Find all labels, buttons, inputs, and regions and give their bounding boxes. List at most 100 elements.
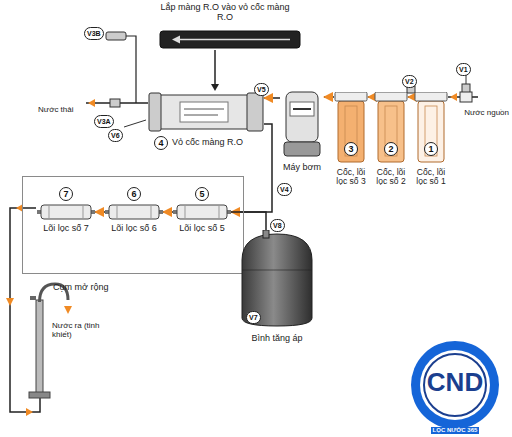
valve-callout: V3A bbox=[94, 115, 114, 128]
ro-housing-part bbox=[149, 93, 161, 131]
pipe-connector bbox=[95, 211, 105, 213]
housing-node: 4Vỏ cốc màng R.O bbox=[148, 92, 264, 150]
pipe-connector bbox=[231, 212, 266, 238]
illustration-part bbox=[106, 32, 126, 40]
tank-label: Bình tăng áp bbox=[238, 334, 316, 344]
inline-filter-part bbox=[41, 205, 91, 219]
valve-callout: V3B bbox=[84, 27, 104, 40]
valve-callout: V6 bbox=[108, 129, 123, 142]
annotation: Nước thải bbox=[38, 106, 74, 115]
filter-node: 6Lõi lọc số 6 bbox=[105, 187, 163, 234]
illustration-part bbox=[110, 99, 120, 107]
logo-text: LỌC NƯỚC 365 bbox=[431, 427, 480, 434]
pipe-connector bbox=[163, 211, 173, 213]
inline-filter bbox=[173, 203, 231, 221]
illustration-part bbox=[450, 93, 457, 101]
ro-housing-part bbox=[184, 109, 224, 110]
callout-number: 3 bbox=[344, 142, 358, 156]
label-slot: Nước nguồn bbox=[464, 101, 509, 119]
pipe-connector bbox=[368, 96, 374, 98]
inline-filter-part bbox=[109, 205, 159, 219]
valve-callout: V4 bbox=[277, 183, 292, 196]
label-slot: Cụm mở rộng bbox=[53, 276, 108, 294]
illustration-part bbox=[29, 392, 50, 398]
inline-filter-part bbox=[83, 205, 84, 219]
pipe-connector bbox=[408, 96, 414, 98]
filter-cup-part bbox=[418, 101, 444, 162]
callout-number: 6 bbox=[127, 187, 141, 201]
illustration-part bbox=[26, 408, 33, 416]
filter-cup-part bbox=[385, 106, 397, 156]
illustration-part bbox=[211, 84, 219, 91]
illustration-part bbox=[126, 36, 136, 103]
filter-cup-part bbox=[338, 101, 364, 162]
ro-housing-part bbox=[184, 115, 218, 116]
label-slot: V5 bbox=[254, 78, 269, 96]
label-slot: Lắp màng R.O vào vỏ cốc màng R.O bbox=[160, 3, 290, 24]
filter-cup-part bbox=[375, 92, 407, 101]
group-label: Cụm mở rộng bbox=[53, 282, 108, 292]
filter-cup-part bbox=[425, 106, 437, 156]
label-slot: V4 bbox=[277, 178, 292, 196]
valve-callout: V1 bbox=[456, 63, 471, 76]
filter-cup-part bbox=[345, 106, 357, 156]
pump-symbol-part bbox=[293, 108, 311, 110]
pipe-connector bbox=[324, 96, 334, 98]
illustration-part bbox=[178, 39, 290, 41]
filter-label: Lõi lọc số 5 bbox=[173, 224, 231, 234]
illustration-part bbox=[36, 300, 43, 394]
pump-symbol-part bbox=[290, 102, 314, 116]
inline-filter-part bbox=[117, 205, 118, 219]
valve-callout: V8 bbox=[270, 219, 285, 232]
callout-number: 7 bbox=[59, 187, 73, 201]
illustration-part bbox=[88, 99, 95, 107]
filter-node: 5Lõi lọc số 5 bbox=[173, 187, 231, 234]
cup-node: 2Cốc, lõi lọc số 2 bbox=[374, 92, 408, 187]
filter-cup-part bbox=[378, 101, 404, 162]
pipe-connector bbox=[264, 97, 280, 99]
callout-number: 5 bbox=[195, 187, 209, 201]
pressure-tank-part bbox=[242, 234, 312, 326]
label-row: 4Vỏ cốc màng R.O bbox=[148, 136, 264, 150]
tank-node: Bình tăng áp bbox=[238, 230, 316, 344]
cup-node: 1Cốc, lõi lọc số 1 bbox=[414, 92, 448, 187]
logo-text: CND bbox=[427, 368, 483, 397]
label-slot: LỌC NƯỚC 365 bbox=[420, 418, 490, 436]
cup-label: Cốc, lõi lọc số 3 bbox=[334, 168, 368, 187]
housing-label: Vỏ cốc màng R.O bbox=[172, 138, 243, 148]
pump-symbol-part bbox=[286, 92, 318, 142]
ro-housing-part bbox=[247, 93, 263, 131]
inline-filter-part bbox=[49, 205, 50, 219]
pump-symbol bbox=[280, 88, 324, 160]
illustration-part bbox=[424, 354, 486, 416]
inline-filter-part bbox=[185, 205, 186, 219]
illustration-part bbox=[30, 296, 36, 300]
illustration-part bbox=[124, 120, 146, 127]
ro-housing-part bbox=[160, 95, 248, 129]
filter-node: 7Lõi lọc số 7 bbox=[37, 187, 95, 234]
ro-housing bbox=[148, 92, 264, 132]
filter-cup-part bbox=[415, 92, 447, 101]
pump-node: Máy bơm bbox=[280, 88, 324, 173]
label-slot: Nước thải bbox=[38, 98, 74, 116]
inline-filter-part bbox=[151, 205, 152, 219]
label-slot: Nước ra (tinh khiết) bbox=[52, 322, 118, 341]
ro-housing-part bbox=[180, 102, 228, 122]
inline-filter-part bbox=[219, 205, 220, 219]
inline-filter bbox=[105, 203, 163, 221]
label-slot: V2 bbox=[402, 70, 417, 88]
valve-callout: V2 bbox=[402, 75, 417, 88]
cup-label: Cốc, lõi lọc số 1 bbox=[414, 168, 448, 187]
filter-label: Lõi lọc số 6 bbox=[105, 224, 163, 234]
inline-filter-part bbox=[177, 205, 227, 219]
annotation: Lắp màng R.O vào vỏ cốc màng R.O bbox=[160, 3, 290, 23]
pump-symbol-part bbox=[284, 142, 320, 156]
inline-filter bbox=[37, 203, 95, 221]
illustration-part bbox=[214, 50, 216, 85]
pump-label: Máy bơm bbox=[280, 163, 324, 173]
cup-label: Cốc, lõi lọc số 2 bbox=[374, 168, 408, 187]
illustration-part bbox=[420, 350, 490, 420]
label-slot: V3A bbox=[94, 110, 114, 128]
illustration-part bbox=[160, 31, 300, 48]
